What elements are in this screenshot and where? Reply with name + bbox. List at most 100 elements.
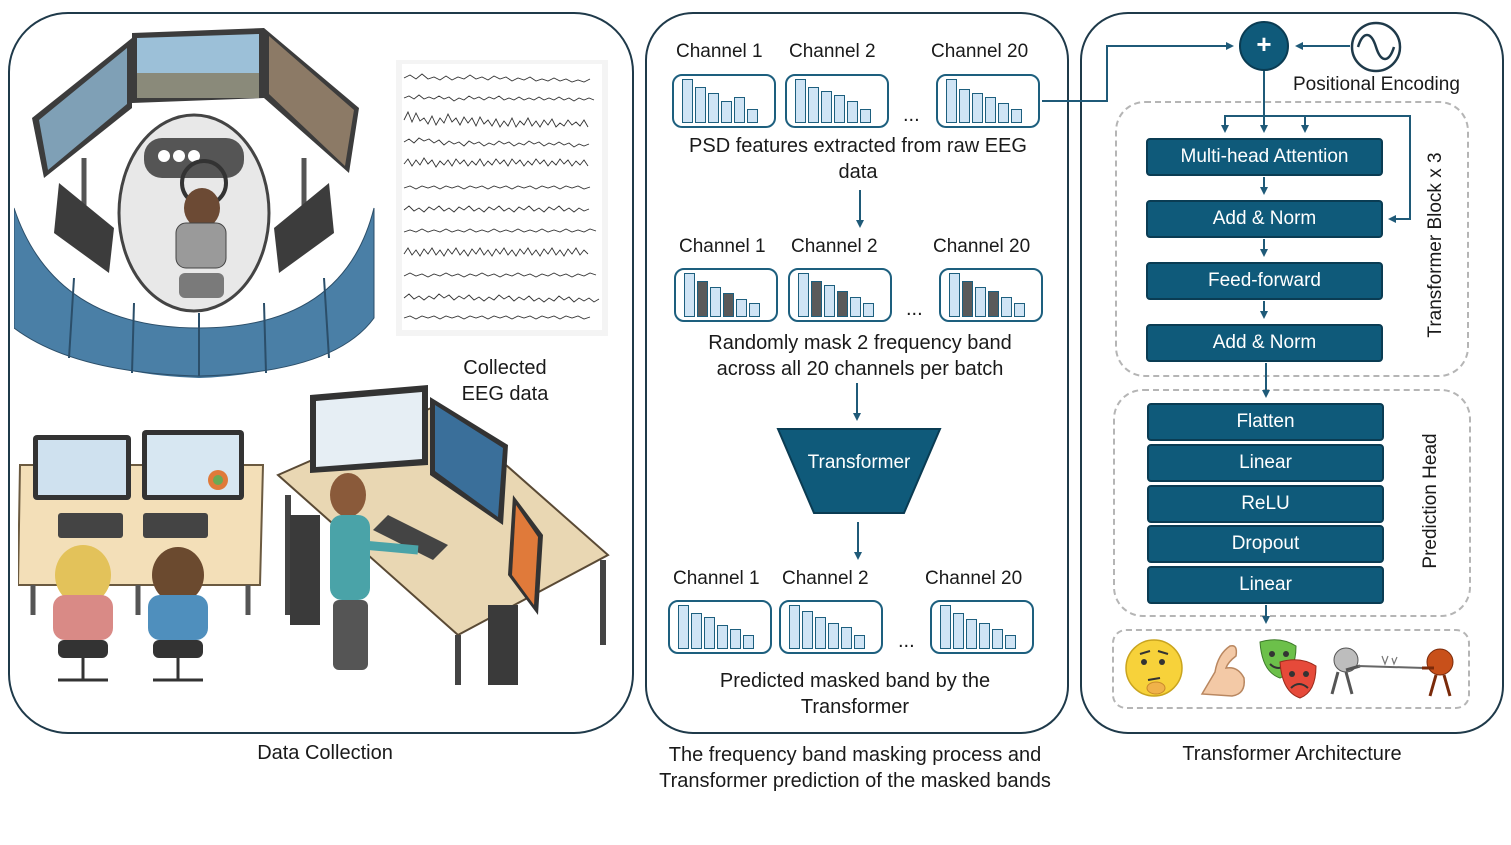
psd-bar (828, 623, 839, 649)
masking-process-caption: The frequency band masking process and T… (659, 744, 1051, 792)
row1-channel-2-label: Channel 2 (789, 41, 876, 62)
psd-bar (860, 109, 871, 123)
driving-simulator-illustration (14, 28, 375, 378)
psd-bar (847, 101, 858, 123)
architecture-caption: Transformer Architecture (1182, 743, 1402, 765)
psd-bar (815, 617, 826, 649)
output-icons-container (1112, 629, 1470, 709)
psd-bar (940, 605, 951, 649)
architecture-panel (1080, 12, 1504, 734)
transformer-block-shape (776, 428, 942, 514)
masked-bar (811, 281, 822, 317)
linear-layer-1: Linear (1147, 444, 1384, 482)
psd-bar (834, 95, 845, 123)
psd-bar (1011, 109, 1022, 123)
psd-bar (691, 613, 702, 649)
psd-bar (979, 623, 990, 649)
row1-ellipsis: ... (903, 104, 920, 126)
row1-channel-1-label: Channel 1 (676, 41, 763, 62)
linear-layer-2: Linear (1147, 566, 1384, 604)
psd-bar (684, 273, 695, 317)
row1-channel-2-psd (785, 74, 889, 128)
psd-bar (1005, 635, 1016, 649)
arrow-features-to-plus (1042, 42, 1234, 102)
transformer-block-container (1115, 101, 1469, 377)
multi-head-attention-layer: Multi-head Attention (1146, 138, 1383, 176)
psd-bar (695, 87, 706, 123)
collected-eeg-label: Collected EEG data (461, 357, 549, 405)
psd-bar (1014, 303, 1025, 317)
psd-bar (949, 273, 960, 317)
arrow-residual-connection (1264, 115, 1411, 223)
tug-of-war-icon (1330, 647, 1454, 697)
add-norm-layer-1: Add & Norm (1146, 200, 1383, 238)
masked-bar (697, 281, 708, 317)
psd-bar (802, 611, 813, 649)
psd-features-caption: PSD features extracted from raw EEG data (689, 135, 1027, 183)
psd-bar (717, 625, 728, 649)
psd-bar (946, 79, 957, 123)
psd-bar (953, 613, 964, 649)
psd-bar (682, 79, 693, 123)
relu-layer: ReLU (1147, 485, 1384, 523)
psd-bar (795, 79, 806, 123)
psd-bar (975, 287, 986, 317)
psd-bar (972, 93, 983, 123)
psd-bar (747, 109, 758, 123)
data-collection-caption: Data Collection (257, 742, 393, 764)
psd-bar (704, 617, 715, 649)
masked-bar (962, 281, 973, 317)
row1-channel-1-psd (672, 74, 776, 128)
row3-channel-1-predicted-psd (668, 600, 772, 654)
row3-channel-20-label: Channel 20 (925, 568, 1023, 589)
sine-wave-icon (1350, 21, 1402, 73)
psd-bar (1001, 297, 1012, 317)
thinking-face-icon (1125, 639, 1183, 697)
row2-channel-2-masked-psd (788, 268, 892, 322)
psd-bar (798, 273, 809, 317)
row3-channel-1-label: Channel 1 (673, 568, 760, 589)
psd-bar (710, 287, 721, 317)
psd-bar (959, 89, 970, 123)
psd-bar (854, 635, 865, 649)
row3-channel-2-predicted-psd (779, 600, 883, 654)
prediction-head-container (1113, 389, 1471, 617)
row2-channel-1-masked-psd (674, 268, 778, 322)
psd-bar (850, 297, 861, 317)
row2-channel-20-label: Channel 20 (933, 236, 1031, 257)
flexed-biceps-icon (1200, 644, 1245, 697)
add-positional-encoding-node (1239, 21, 1289, 71)
arrow-value-branch (1264, 115, 1309, 133)
row2-channel-1-label: Channel 1 (679, 236, 766, 257)
psd-bar (966, 619, 977, 649)
plus-symbol: + (1256, 29, 1272, 59)
predicted-caption: Predicted masked band by the Transformer (719, 670, 991, 718)
masked-bar (988, 291, 999, 317)
psd-bar (736, 299, 747, 317)
theatre-masks-icon (1259, 639, 1317, 699)
psd-bar (789, 605, 800, 649)
psd-bar (863, 303, 874, 317)
psd-bar (749, 303, 760, 317)
psd-bar (985, 97, 996, 123)
masked-bar (723, 293, 734, 317)
psd-bar (730, 629, 741, 649)
feed-forward-layer: Feed-forward (1146, 262, 1383, 300)
psd-bar (678, 605, 689, 649)
transformer-label: Transformer (807, 452, 911, 473)
psd-bar (808, 87, 819, 123)
arrow-query-branch (1221, 115, 1264, 133)
psd-bar (721, 101, 732, 123)
flatten-layer: Flatten (1147, 403, 1384, 441)
psd-bar (998, 103, 1009, 123)
row1-channel-20-psd (936, 74, 1040, 128)
row2-channel-20-masked-psd (939, 268, 1043, 322)
psd-bar (734, 97, 745, 123)
row3-ellipsis: ... (898, 630, 915, 652)
row3-channel-20-predicted-psd (930, 600, 1034, 654)
add-norm-layer-2: Add & Norm (1146, 324, 1383, 362)
dropout-layer: Dropout (1147, 525, 1384, 563)
eeg-signal-illustration (396, 60, 608, 336)
operators-workstation-illustration (18, 385, 610, 685)
masked-bar (837, 291, 848, 317)
